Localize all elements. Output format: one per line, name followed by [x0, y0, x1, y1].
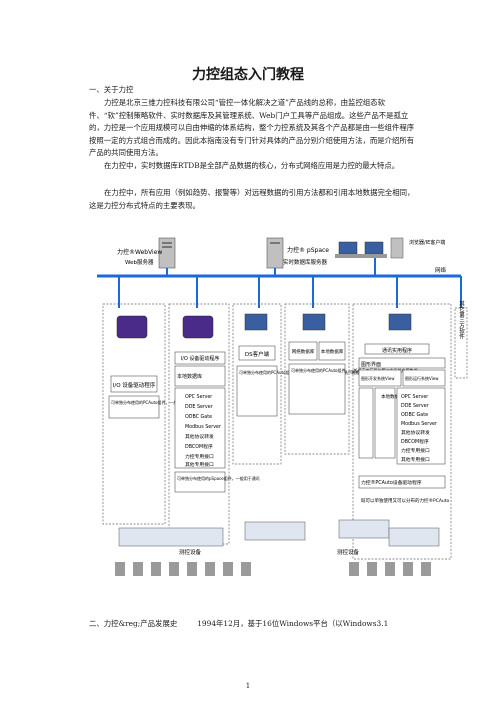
- pspace-comp-desc: 可单独分布使用的pSpace组件，一般用于通讯: [177, 475, 260, 481]
- graphic-ui-label: 图形界面: [361, 361, 381, 368]
- svg-text:力控专用接口: 力控专用接口: [401, 447, 430, 454]
- pcauto-column: [352, 303, 452, 560]
- io-column: [102, 303, 166, 525]
- network-label: 网络: [435, 266, 447, 274]
- webview-label: 力控®WebView: [117, 248, 162, 256]
- remote-desc: 可单独分布使用的PCAuto组件，一般用于工厂级与第三方系统应用集成: [291, 367, 418, 373]
- svg-text:DBCOM程序: DBCOM程序: [185, 443, 213, 450]
- monitor-icon-3: [388, 313, 412, 331]
- architecture-diagram: 力控®WebView Web服务器 力控® pSpace 实时数据库服务器 浏览…: [97, 237, 468, 576]
- web-server-label: Web服务器: [125, 258, 154, 266]
- pspace-label: 力控® pSpace: [287, 246, 329, 254]
- plc-rack-3: [338, 519, 390, 539]
- svg-text:力控专用接口: 力控专用接口: [185, 453, 214, 460]
- field-instruments-2: [349, 562, 431, 576]
- program-list-2: OPC Server DDE Server ODBC Gate Modbus S…: [401, 394, 437, 463]
- local-db-label-3: 本地数据库: [381, 393, 404, 400]
- io-driver-prog-label: I/O 设备驱动程序: [181, 355, 220, 362]
- pspace-server-icon: [266, 237, 284, 269]
- svg-text:OPC Server: OPC Server: [401, 394, 428, 400]
- db-column: [284, 303, 350, 455]
- svg-text:OPC Server: OPC Server: [185, 394, 212, 400]
- svg-text:ODBC Gate: ODBC Gate: [401, 412, 428, 418]
- svg-text:DDE Server: DDE Server: [185, 404, 213, 410]
- rtdb-server-label: 实时数据库服务器: [283, 258, 328, 266]
- graph-dev-label: 图形开发系统View: [361, 375, 395, 381]
- local-db-label: 本地数据库: [177, 373, 202, 380]
- paragraph-rtdb: 在力控中，实时数据库RTDB是全部产品数据的核心，分布式网络应用是力控的最大特点…: [104, 161, 400, 170]
- svg-text:Modbus Server: Modbus Server: [401, 421, 437, 427]
- plc-rack-4: [388, 527, 440, 547]
- pcauto-desc: 既可以单独使用又可以分布的力控®PCAuto: [361, 497, 450, 504]
- ds-client-column: [232, 303, 282, 465]
- paragraph-remote: 在力控中，所有应用（例如趋势、报警等）对远程数据的引用方法都和引用本地数据完全相…: [89, 188, 415, 210]
- paragraph-intro: 力控是北京三维力控科技有限公司“管控一体化解决之道”产品线的总称，由监控组态软件…: [89, 98, 415, 157]
- graph-run-label: 图形运行系统View: [405, 375, 439, 381]
- svg-text:Modbus Server: Modbus Server: [185, 424, 221, 430]
- svg-text:其他专用接口: 其他专用接口: [401, 456, 430, 463]
- io-driver-label: I/O 设备驱动程序: [113, 381, 156, 389]
- section-heading-1: 一、关于力控: [89, 85, 134, 94]
- svg-text:其他协议转发: 其他协议转发: [401, 429, 430, 436]
- browser-label: 浏览器/IE客户端: [409, 239, 445, 246]
- svg-text:ODBC Gate: ODBC Gate: [185, 414, 212, 420]
- svg-text:DBCOM程序: DBCOM程序: [401, 438, 429, 445]
- local-db-label-2: 本地数据库: [321, 348, 344, 355]
- measure-device-label-1: 测控设备: [179, 548, 202, 556]
- ds-client-label: DS客户端: [245, 350, 270, 358]
- monitor-icon-2: [302, 313, 326, 331]
- plc-rack-2: [244, 521, 306, 541]
- page-number: 1: [245, 682, 251, 690]
- measure-device-label-2: 测控设备: [337, 548, 360, 556]
- svg-text:其他专用接口: 其他专用接口: [185, 461, 214, 468]
- webview-server-icon: [158, 237, 176, 269]
- page-title: 力控组态入门教程: [192, 67, 304, 83]
- io-device-icon: [116, 315, 148, 339]
- svg-text:其他协议转发: 其他协议转发: [185, 433, 214, 440]
- io-device-icon-2: [182, 315, 214, 339]
- laptop-icon: [335, 237, 404, 259]
- pcauto-label: 力控®PCAuto设备驱动程序: [361, 479, 422, 486]
- program-list-1: OPC Server DDE Server ODBC Gate Modbus S…: [185, 394, 221, 468]
- field-instruments-1: [115, 562, 251, 576]
- network-db-label: 网络数据库: [292, 348, 315, 355]
- comm-progs-label: 通讯实用程序: [382, 347, 412, 354]
- monitor-icon-1: [244, 313, 268, 331]
- io-driver-desc: 可单独分布使用的PCAuto组件，一般用于远程数据采集: [111, 399, 210, 405]
- third-party-label: 其它第三方软件: [458, 300, 465, 341]
- plc-rack-1: [118, 527, 224, 547]
- svg-text:DDE Server: DDE Server: [401, 403, 429, 409]
